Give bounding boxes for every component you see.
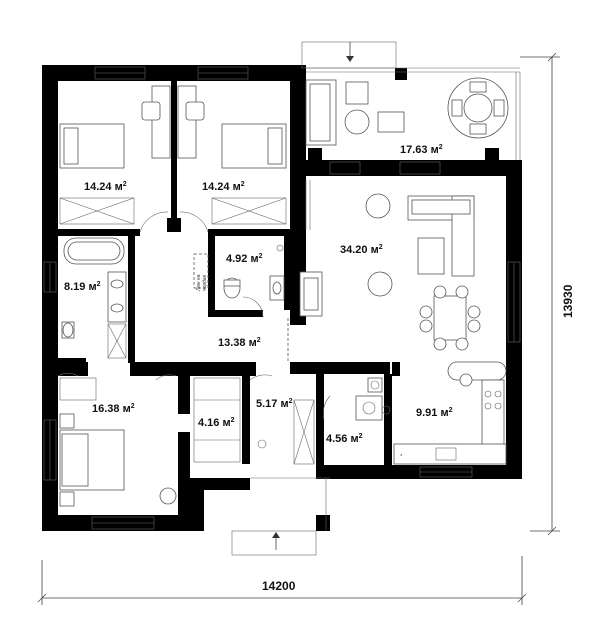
- room-area-bathroom: 8.19 м2: [64, 281, 101, 293]
- dimension-width: 14200: [37, 556, 527, 605]
- interior-walls: [58, 81, 400, 515]
- terrace: [301, 41, 521, 160]
- room-area-terrace: 17.63 м2: [400, 144, 443, 156]
- living-furniture: [299, 180, 481, 351]
- room-area-hall: 13.38 м2: [218, 337, 261, 349]
- wc-fixtures: Люк на чердак: [193, 244, 289, 362]
- dimension-width-label: 14200: [262, 579, 296, 593]
- room-area-bedroom-right: 14.24 м2: [202, 181, 245, 193]
- room-area-wardrobe: 4.16 м2: [198, 417, 235, 429]
- attic-hatch-line2: чердак: [202, 274, 208, 291]
- master-bedroom-furniture: [57, 373, 177, 507]
- bedroom-right-furniture: [139, 85, 287, 233]
- entrance-fixtures: [155, 374, 330, 556]
- bathroom-fixtures: [61, 237, 127, 359]
- svg-text:*: *: [400, 454, 403, 460]
- room-area-bedroom-left: 14.24 м2: [84, 181, 127, 193]
- attic-hatch-line1: Люк на: [196, 274, 202, 292]
- bedroom-left-furniture: [59, 85, 171, 225]
- room-labels: 14.24 м2 14.24 м2 8.19 м2 4.92 м2 34.20 …: [64, 144, 453, 445]
- dimension-height-label: 13930: [561, 284, 575, 318]
- kitchen-fixtures: *: [393, 361, 507, 465]
- room-area-wc: 4.92 м2: [226, 253, 263, 265]
- windows: [43, 66, 521, 530]
- room-area-living: 34.20 м2: [340, 244, 383, 256]
- room-area-kitchen: 9.91 м2: [416, 407, 453, 419]
- room-area-master-bedroom: 16.38 м2: [92, 403, 135, 415]
- room-area-entrance: 5.17 м2: [256, 398, 293, 410]
- dimension-height: 13930: [520, 52, 575, 536]
- room-area-boiler: 4.56 м2: [326, 433, 363, 445]
- boiler-fixtures: [322, 377, 391, 421]
